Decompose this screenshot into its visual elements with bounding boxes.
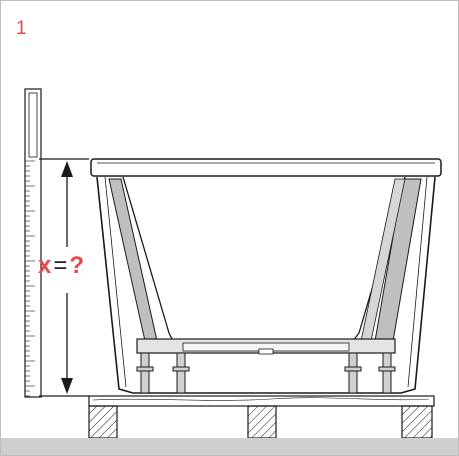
floor-strip (1, 438, 458, 455)
variable-x: x (38, 252, 52, 279)
support-frame (108, 178, 422, 355)
measuring-rule (24, 88, 42, 398)
equals-sign: = (53, 252, 68, 279)
step-number: 1 (16, 18, 27, 39)
dimension-arrow (39, 158, 89, 397)
base-pallet (88, 395, 435, 439)
height-question-label: x=? (38, 252, 84, 280)
question-mark: ? (69, 252, 85, 279)
adjustable-feet (136, 352, 396, 394)
